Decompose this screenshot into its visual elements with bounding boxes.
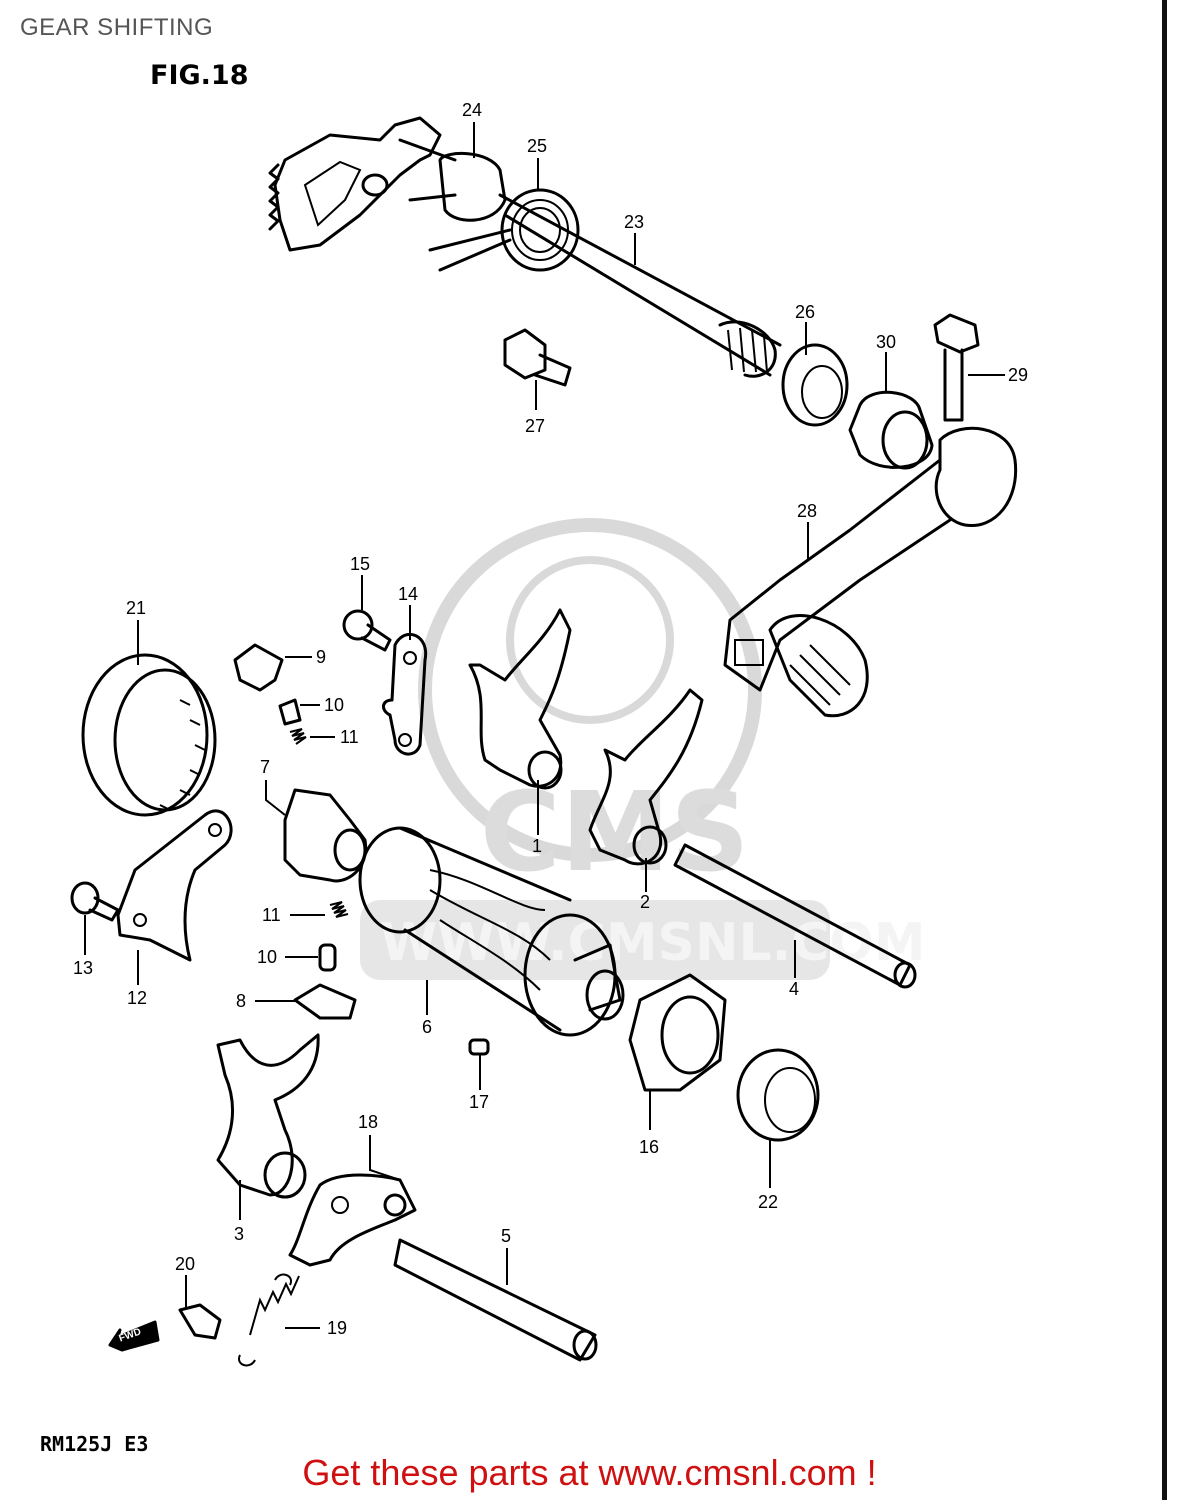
part-14-stopper-plate — [382, 632, 428, 756]
model-code: RM125J E3 — [40, 1432, 149, 1456]
figure-label: FIG.18 — [150, 60, 249, 91]
label-26: 26 — [795, 302, 815, 322]
label-29: 29 — [1008, 365, 1028, 385]
watermark-text: WWW.CMSNL.COM — [380, 913, 925, 973]
part-11-spring-upper — [289, 728, 307, 745]
right-border — [1162, 0, 1167, 1500]
label-30: 30 — [876, 332, 896, 352]
part-18-gearshift-arm — [288, 1173, 417, 1267]
label-10-upper: 10 — [324, 695, 344, 715]
part-9-pawl — [233, 643, 284, 692]
part-1-shift-fork — [468, 608, 572, 790]
label-2: 2 — [640, 892, 650, 912]
part-27-bolt — [503, 328, 572, 387]
part-19-spring — [238, 1273, 300, 1367]
part-10-pin-upper — [278, 698, 302, 726]
fwd-arrow-icon: FWD — [108, 1320, 160, 1352]
part-25-return-spring — [428, 188, 580, 272]
part-5-fork-shaft — [393, 1238, 598, 1362]
part-22-bearing — [736, 1048, 820, 1142]
label-20: 20 — [175, 1254, 195, 1274]
label-13: 13 — [73, 958, 93, 978]
label-1: 1 — [532, 836, 542, 856]
part-29-bolt — [933, 313, 980, 422]
label-9: 9 — [316, 647, 326, 667]
label-5: 5 — [501, 1226, 511, 1246]
part-6-gearshift-cam — [358, 826, 625, 1037]
label-8: 8 — [236, 991, 246, 1011]
label-17: 17 — [469, 1092, 489, 1112]
leader-lines — [84, 122, 1005, 1329]
part-labels: 24 25 23 26 30 29 27 28 15 14 21 9 10 11… — [73, 100, 1028, 1338]
label-28: 28 — [797, 501, 817, 521]
watermark-logo-text: CMS — [480, 768, 749, 896]
part-11-spring-lower — [329, 901, 349, 918]
label-14: 14 — [398, 584, 418, 604]
part-26-oil-seal — [781, 343, 849, 427]
part-8-pawl — [293, 983, 357, 1020]
label-19: 19 — [327, 1318, 347, 1338]
part-24-gearshift-arm — [268, 116, 782, 377]
label-3: 3 — [234, 1224, 244, 1244]
label-10-lower: 10 — [257, 947, 277, 967]
label-7: 7 — [260, 757, 270, 777]
label-11-lower: 11 — [262, 905, 281, 925]
part-7-cam-guide — [283, 788, 368, 883]
label-22: 22 — [758, 1192, 778, 1212]
part-13-screw — [70, 881, 120, 922]
label-12: 12 — [127, 988, 147, 1008]
watermark-logo: CMS WWW.CMSNL.COM — [360, 518, 925, 980]
label-25: 25 — [527, 136, 547, 156]
part-28-gearshift-lever — [723, 426, 1018, 718]
part-10-pin-lower — [318, 943, 337, 972]
footer-link-text[interactable]: Get these parts at www.cmsnl.com ! — [302, 1452, 877, 1493]
label-23: 23 — [624, 212, 644, 232]
part-23-shaft-spline — [718, 320, 777, 378]
part-15-screw — [342, 609, 392, 652]
part-16-cam-stopper — [628, 973, 727, 1092]
part-17-pin — [468, 1038, 490, 1056]
page-title: GEAR SHIFTING — [20, 14, 214, 41]
label-4: 4 — [789, 979, 799, 999]
label-16: 16 — [639, 1137, 659, 1157]
part-12-cam-stopper — [116, 809, 233, 962]
part-30-boot — [848, 390, 934, 470]
label-18: 18 — [358, 1112, 378, 1132]
label-6: 6 — [422, 1017, 432, 1037]
part-2-shift-fork — [588, 688, 704, 866]
label-27: 27 — [525, 416, 545, 436]
label-21: 21 — [126, 598, 146, 618]
label-15: 15 — [350, 554, 370, 574]
label-24: 24 — [462, 100, 482, 120]
part-21-bearing — [81, 653, 217, 817]
part-20-pin — [178, 1303, 222, 1340]
label-11-upper: 11 — [340, 727, 359, 747]
part-4-fork-shaft — [673, 843, 917, 989]
part-3-shift-fork — [216, 1033, 320, 1199]
